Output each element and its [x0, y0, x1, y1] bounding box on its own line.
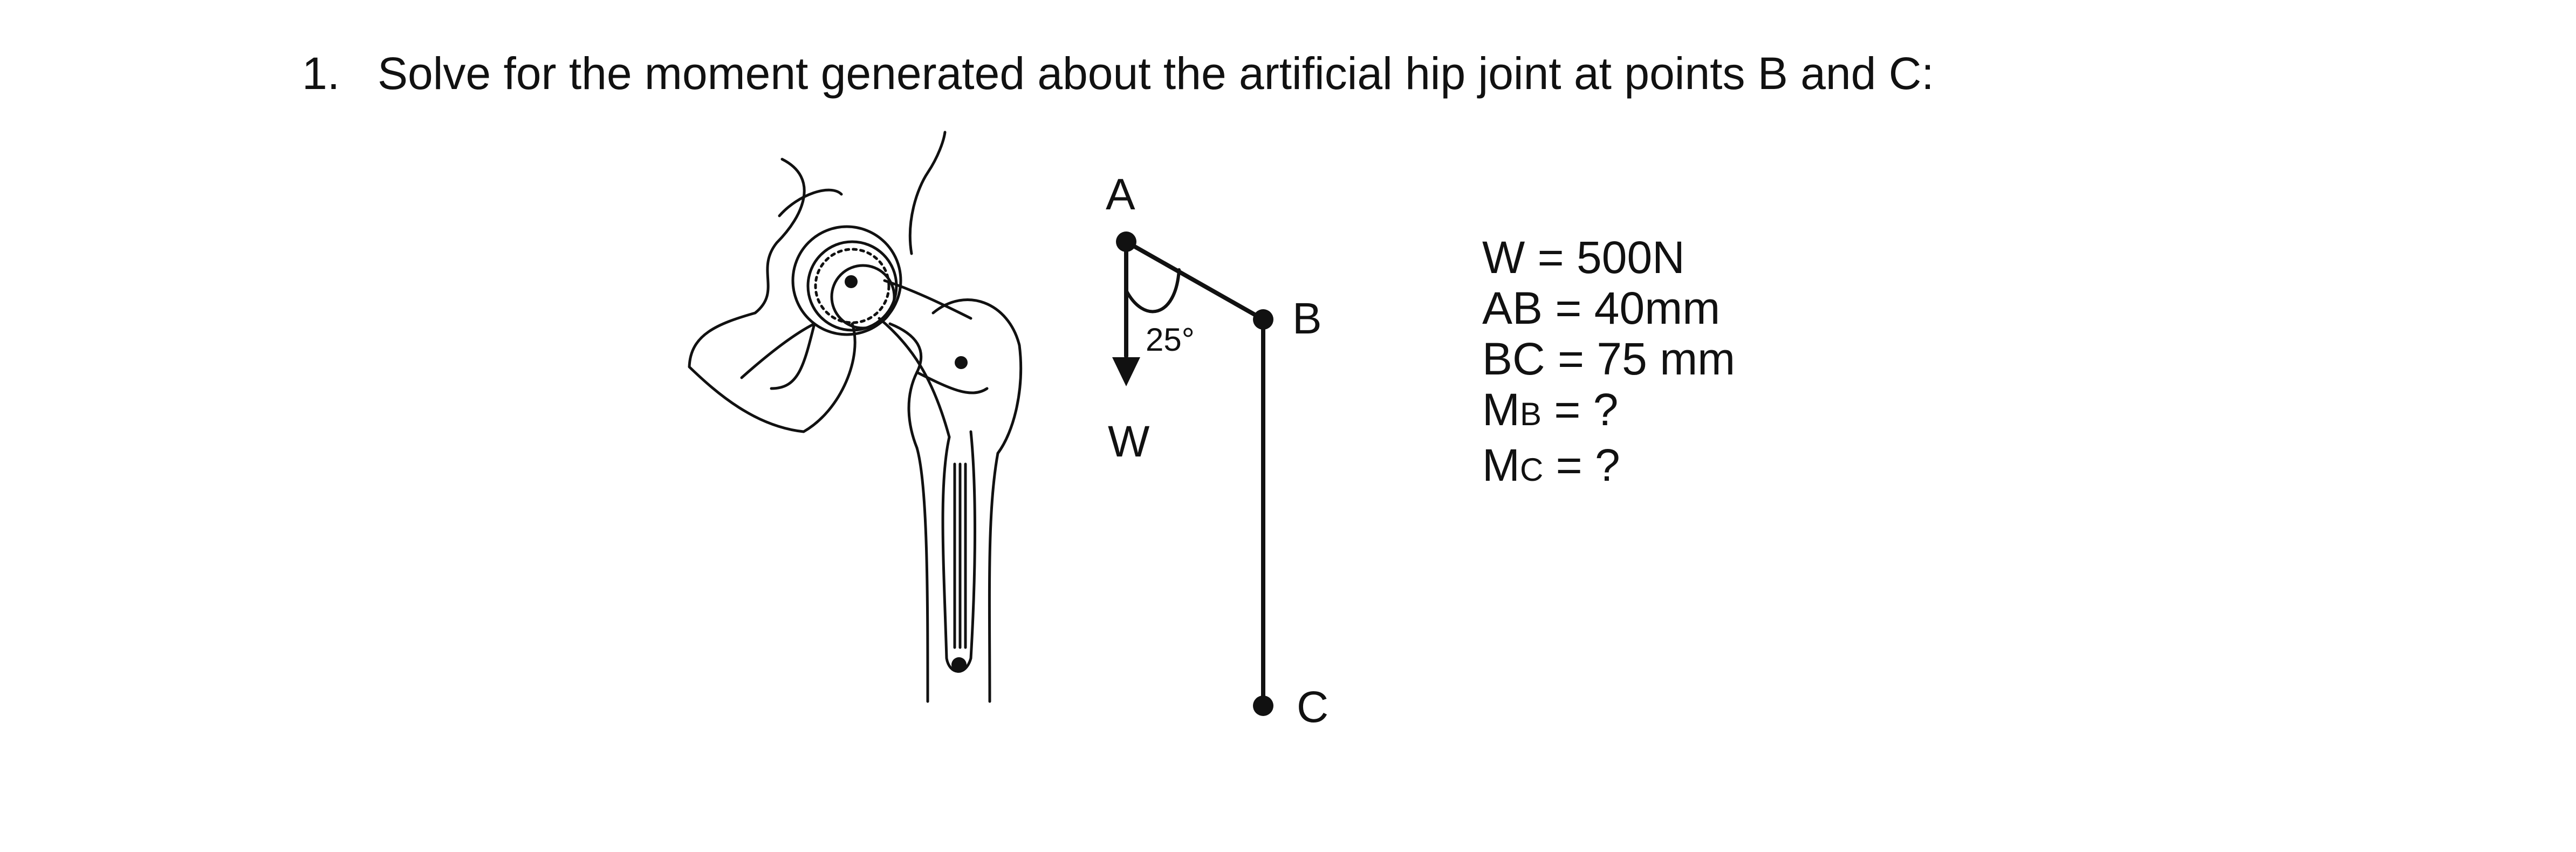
marker-dot-stem-tip — [951, 657, 967, 672]
question-number: 1. — [302, 48, 340, 99]
unknown-mc: MC = ? — [1482, 440, 1620, 490]
ilium-line-right — [908, 131, 947, 255]
unknown-mb: MB = ? — [1482, 384, 1619, 435]
given-bc: BC = 75 mm — [1482, 333, 1736, 384]
weight-arrowhead — [1112, 357, 1140, 386]
point-a — [1116, 231, 1136, 252]
given-ab: AB = 40mm — [1482, 283, 1721, 333]
label-b: B — [1292, 294, 1322, 343]
question-line: 1. Solve for the moment generated about t… — [302, 47, 1934, 100]
greater-trochanter — [931, 298, 1023, 455]
femur-neck-lower — [888, 322, 923, 449]
pelvis-inner — [740, 322, 816, 390]
socket-outer — [791, 225, 902, 336]
label-c: C — [1297, 683, 1329, 732]
question-text: Solve for the moment generated about the… — [378, 48, 1934, 99]
pelvis-outline — [688, 158, 857, 433]
angle-label: 25° — [1146, 322, 1195, 358]
point-b — [1253, 309, 1273, 330]
implant-shoulder — [915, 371, 989, 394]
segment-ab — [1124, 240, 1265, 322]
ilium-line-left — [778, 188, 843, 217]
marker-dot-trochanter — [955, 356, 968, 369]
point-c — [1253, 696, 1273, 716]
femoral-head — [830, 264, 896, 330]
implant-neck — [878, 317, 951, 439]
label-a: A — [1106, 170, 1135, 219]
angle-arc — [1125, 268, 1181, 313]
femur-shaft-left — [915, 446, 929, 703]
socket-cup — [814, 248, 890, 324]
marker-dot-head — [845, 275, 858, 288]
femur-neck-upper — [883, 279, 972, 320]
femur-shaft-right — [988, 452, 999, 703]
label-w: W — [1108, 417, 1150, 466]
force-diagram — [1124, 240, 1265, 708]
given-weight: W = 500N — [1482, 232, 1685, 283]
given-values: W = 500N AB = 40mm BC = 75 mm MB = ? MC … — [1482, 232, 1735, 495]
